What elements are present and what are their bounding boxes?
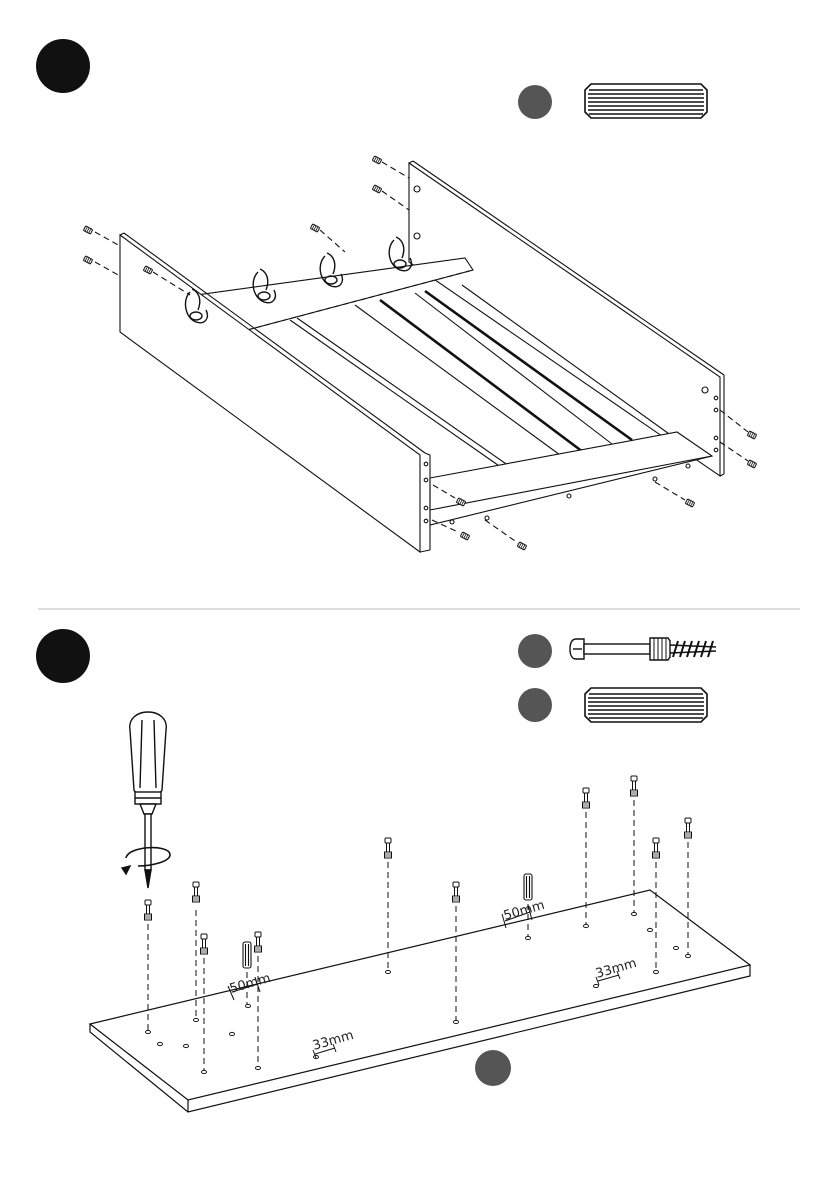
wooden-dowel-icon <box>585 84 707 118</box>
step-1-part-badge <box>518 85 552 119</box>
step-2-part-badge-2 <box>518 688 552 722</box>
step-2-part-badge-1 <box>518 634 552 668</box>
wooden-dowel-icon-2 <box>585 688 707 722</box>
frame-assembly-drawing <box>83 156 757 552</box>
step-2: 50mm 50mm 33mm 33mm <box>36 629 750 1112</box>
step-1 <box>36 39 757 552</box>
screwdriver-icon <box>122 712 170 888</box>
bottom-panel <box>90 890 750 1112</box>
step-2-number-badge <box>36 629 90 683</box>
step-1-number-badge <box>36 39 90 93</box>
front-rail <box>430 432 712 525</box>
cam-bolt-icon <box>570 638 716 660</box>
bottom-panel-part-badge <box>475 1050 511 1086</box>
